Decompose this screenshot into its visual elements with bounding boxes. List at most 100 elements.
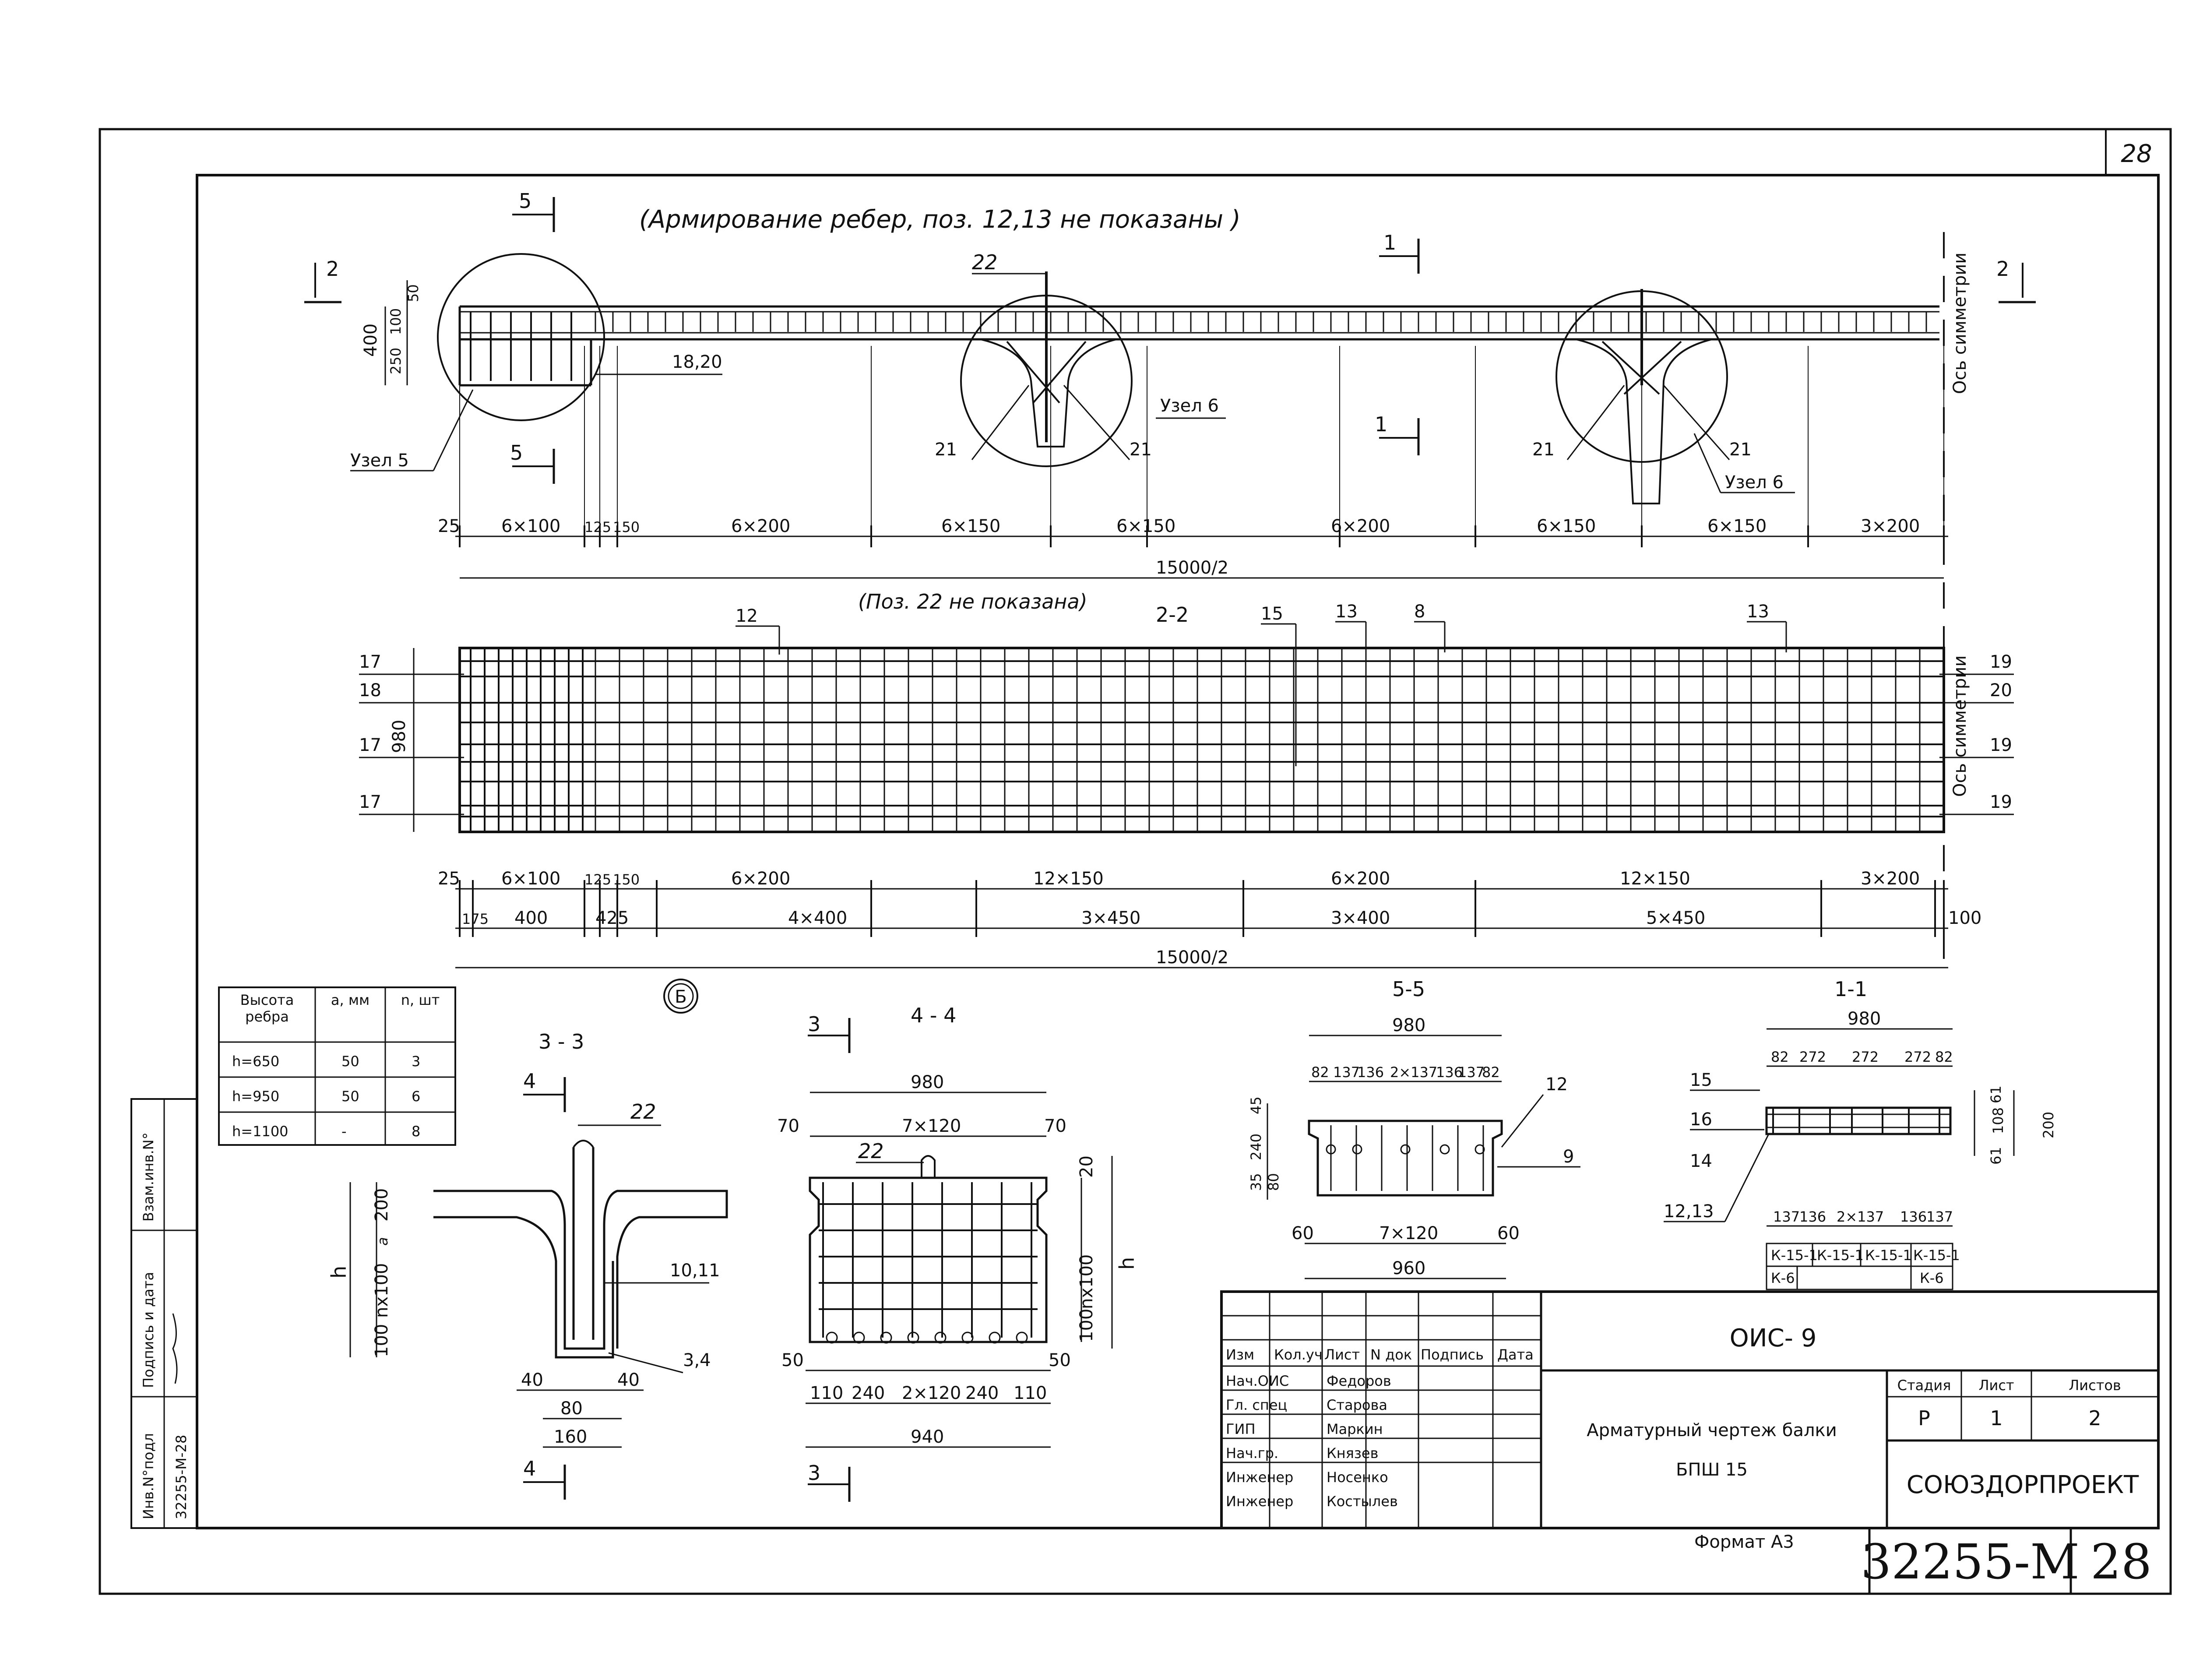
tb-stage-v: 2 bbox=[2088, 1406, 2101, 1430]
plan-total: 15000/2 bbox=[1156, 947, 1228, 968]
sec44-bdim: 110 bbox=[810, 1383, 843, 1403]
doc-code: 32255-М bbox=[1861, 1534, 2080, 1590]
plan-dim2: 5×450 bbox=[1646, 908, 1705, 928]
tb-title-2: БПШ 15 bbox=[1676, 1460, 1748, 1480]
tb-name: Федоров bbox=[1327, 1373, 1391, 1389]
section-3-3: 3 - 3 4 4 22 200 a h nx100 100 10,11 3,4… bbox=[327, 1030, 728, 1500]
plan-callout: 12 bbox=[736, 606, 758, 626]
sec55-bottom: 60 bbox=[1292, 1223, 1314, 1243]
tb-name: Старова bbox=[1327, 1397, 1387, 1413]
tb-role: Гл. спец bbox=[1226, 1397, 1287, 1413]
sec11-tag: К-15-1 bbox=[1913, 1247, 1960, 1264]
sec33-22: 22 bbox=[630, 1100, 656, 1124]
tb-role: ГИП bbox=[1226, 1421, 1256, 1437]
elev-bottom-dim: 6×100 bbox=[501, 516, 560, 536]
sec33-cut-top: 4 bbox=[523, 1069, 536, 1093]
plan-dim1: 3×200 bbox=[1861, 869, 1920, 889]
callout-22: 22 bbox=[972, 250, 998, 274]
sec44-bdim: 240 bbox=[852, 1383, 885, 1403]
plan-callout: 13 bbox=[1747, 602, 1769, 622]
sec11-right: 108 bbox=[1990, 1107, 2006, 1134]
table-cell-n: 6 bbox=[412, 1088, 420, 1105]
sec11-tag: К-15-1 bbox=[1817, 1247, 1864, 1264]
elevation-view: Ось симметрии 5 5 2 2 1 1 400 50 100 250… bbox=[304, 189, 2036, 963]
sec11-title: 1-1 bbox=[1834, 977, 1867, 1001]
sec55-top: 82 bbox=[1482, 1064, 1500, 1081]
axis-label-1: Ось симметрии bbox=[1950, 253, 1970, 394]
sec55-callout: 12 bbox=[1545, 1074, 1568, 1095]
sec11-left: 15 bbox=[1690, 1070, 1712, 1090]
sec33-100: 100 bbox=[372, 1324, 392, 1357]
plan-dim1: 6×200 bbox=[1331, 869, 1390, 889]
sec55-title: 5-5 bbox=[1392, 977, 1425, 1001]
sec33-dim: 40 bbox=[521, 1370, 543, 1390]
side-stamp: Взам.инв.N° Подпись и дата Инв.N°подл 32… bbox=[130, 1098, 198, 1529]
section-5-5: 5-5 980 82 137 136 2×137 136 137 82 45 2… bbox=[1248, 977, 1580, 1279]
callout-21a: 21 bbox=[935, 440, 957, 460]
tb-head: Изм bbox=[1226, 1346, 1254, 1363]
plan-right-label: 20 bbox=[1990, 680, 2012, 701]
sec11-left: 14 bbox=[1690, 1151, 1712, 1171]
sec44-right: nx100 bbox=[1077, 1254, 1097, 1309]
plan-dim2: 400 bbox=[514, 908, 548, 928]
note-top: (Армирование ребер, поз. 12,13 не показа… bbox=[639, 205, 1241, 234]
sec33-dim: 80 bbox=[560, 1398, 583, 1419]
section-2-2: 2-2 bbox=[1156, 603, 1189, 627]
sec55-top: 2×137 bbox=[1390, 1064, 1437, 1081]
cut-mark-2-right: 2 bbox=[1996, 257, 2009, 281]
elev-dim-100: 100 bbox=[387, 308, 404, 335]
tb-name: Костылев bbox=[1327, 1493, 1398, 1510]
sec55-left: 45 bbox=[1248, 1096, 1264, 1114]
table-cell-a: 50 bbox=[341, 1053, 359, 1070]
plan-dim2: 175 bbox=[462, 911, 489, 927]
sec55-top: 136 bbox=[1357, 1064, 1384, 1081]
sec33-cut-bottom: 4 bbox=[523, 1457, 536, 1480]
sec33-dim: 40 bbox=[617, 1370, 640, 1390]
sec11-right: 61 bbox=[1988, 1085, 2004, 1103]
sec11-bottom: 136 bbox=[1799, 1208, 1826, 1225]
table-cell-a: - bbox=[341, 1123, 347, 1140]
sec44-right: 20 bbox=[1077, 1155, 1097, 1178]
node-6-label-a: Узел 6 bbox=[1160, 396, 1219, 416]
sec44-bdim: 50 bbox=[1049, 1350, 1071, 1370]
table-head-n: n, шт bbox=[401, 992, 440, 1008]
sec55-top: 82 bbox=[1311, 1064, 1329, 1081]
plan-dim2: 4×400 bbox=[788, 908, 847, 928]
plan-dim1: 25 bbox=[438, 869, 460, 889]
sec55-callout: 9 bbox=[1563, 1147, 1574, 1167]
sec11-top: 980 bbox=[1848, 1009, 1881, 1029]
plan-left-label: 17 bbox=[359, 792, 381, 812]
callout-21c: 21 bbox=[1532, 440, 1555, 460]
plan-right-label: 19 bbox=[1990, 652, 2012, 672]
tb-head: Дата bbox=[1497, 1346, 1534, 1363]
sec44-dim: 70 bbox=[777, 1116, 799, 1136]
section-1-1: 1-1 980 82 272 272 272 82 15 16 14 12,13… bbox=[1664, 977, 2057, 1290]
sec11-right: 200 bbox=[2040, 1112, 2057, 1138]
sec11-bottom: 137 bbox=[1773, 1208, 1800, 1225]
plan-right-label: 19 bbox=[1990, 792, 2012, 812]
table-cell-height: h=650 bbox=[232, 1053, 279, 1070]
plan-dim2: 3×450 bbox=[1081, 908, 1140, 928]
elev-bottom-dim: 6×200 bbox=[1331, 516, 1390, 536]
sec11-right: 61 bbox=[1988, 1147, 2004, 1165]
sec44-right: h bbox=[1115, 1257, 1139, 1270]
sec11-left: 12,13 bbox=[1664, 1201, 1714, 1222]
sec11-tag: К-15-1 bbox=[1771, 1247, 1818, 1264]
plan-left-label: 17 bbox=[359, 735, 381, 755]
tb-stage-h: Лист bbox=[1978, 1377, 2014, 1394]
sec55-top: 137 bbox=[1333, 1064, 1360, 1081]
sec11-left: 16 bbox=[1690, 1109, 1712, 1130]
sheet-number: 28 bbox=[2090, 1534, 2152, 1590]
sec55-bottom: 960 bbox=[1392, 1258, 1425, 1278]
plan-callout: 8 bbox=[1414, 602, 1425, 622]
tb-name: Маркин bbox=[1327, 1421, 1383, 1437]
sec44-dim: 980 bbox=[911, 1072, 944, 1092]
elev-dim-400: 400 bbox=[361, 324, 381, 357]
plan-callout: 13 bbox=[1335, 602, 1358, 622]
node-5-label: Узел 5 bbox=[350, 451, 409, 471]
elev-bottom-dim: 6×150 bbox=[1537, 516, 1596, 536]
plan-dim1: 12×150 bbox=[1620, 869, 1690, 889]
tb-role: Нач.ОИС bbox=[1226, 1373, 1289, 1389]
inner-frame bbox=[196, 174, 2160, 1529]
sec33-a: a bbox=[374, 1237, 391, 1246]
